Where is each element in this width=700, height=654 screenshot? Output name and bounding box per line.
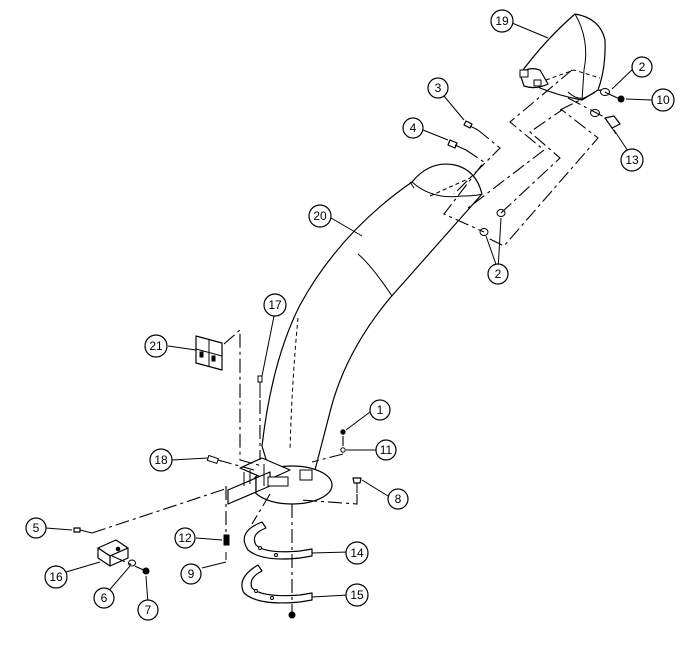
callout-18: 18: [149, 448, 173, 472]
callout-16-label: 16: [49, 570, 63, 584]
callout-6: 6: [93, 587, 115, 609]
callout-20: 20: [308, 204, 332, 228]
callout-12-label: 12: [178, 531, 192, 545]
ring-segment-14: [243, 521, 313, 560]
callout-5-label: 5: [33, 521, 40, 535]
callout-15: 15: [345, 583, 369, 607]
callout-9-label: 9: [188, 567, 195, 581]
callout-9: 9: [180, 563, 202, 585]
callout-13: 13: [620, 148, 644, 172]
callout-6-label: 6: [101, 591, 108, 605]
callout-2-upper-label: 2: [639, 60, 646, 74]
callout-13-label: 13: [625, 153, 639, 167]
callout-2-lower-label: 2: [495, 267, 502, 281]
callout-10: 10: [651, 88, 675, 112]
callout-17: 17: [263, 293, 287, 317]
callout-19-label: 19: [495, 14, 509, 28]
callout-8: 8: [387, 488, 409, 510]
callout-18-label: 18: [154, 453, 168, 467]
callout-15-label: 15: [350, 588, 364, 602]
chute-tube: [261, 163, 483, 472]
callout-11: 11: [375, 439, 397, 461]
callout-19: 19: [490, 9, 514, 33]
callout-4-label: 4: [410, 121, 417, 135]
callout-14-label: 14: [350, 546, 364, 560]
callout-14: 14: [345, 541, 369, 565]
callout-3: 3: [427, 77, 449, 99]
callout-21: 21: [144, 334, 168, 358]
side-bracket: [97, 539, 129, 567]
chute-base-flange: [227, 457, 333, 505]
warning-decal: [195, 335, 223, 371]
callout-7: 7: [137, 599, 159, 621]
callout-12: 12: [174, 527, 196, 549]
callout-21-label: 21: [149, 339, 163, 353]
callout-1: 1: [369, 399, 391, 421]
callout-2-upper: 2: [631, 56, 653, 78]
callout-11-label: 11: [380, 443, 393, 457]
callout-4: 4: [402, 117, 424, 139]
callout-10-label: 10: [656, 93, 670, 107]
callout-8-label: 8: [395, 492, 402, 506]
callout-3-label: 3: [435, 81, 442, 95]
callout-5: 5: [25, 517, 47, 539]
callout-17-label: 17: [268, 298, 282, 312]
leader-lines: [45, 22, 653, 605]
callout-2-lower: 2: [487, 263, 509, 285]
chute-deflector: [519, 13, 606, 101]
callout-7-label: 7: [145, 603, 152, 617]
callout-1-label: 1: [377, 403, 384, 417]
assembly-lines: [91, 69, 623, 612]
callout-16: 16: [44, 565, 68, 589]
ring-segment-15: [241, 564, 313, 604]
callout-20-label: 20: [313, 209, 327, 223]
